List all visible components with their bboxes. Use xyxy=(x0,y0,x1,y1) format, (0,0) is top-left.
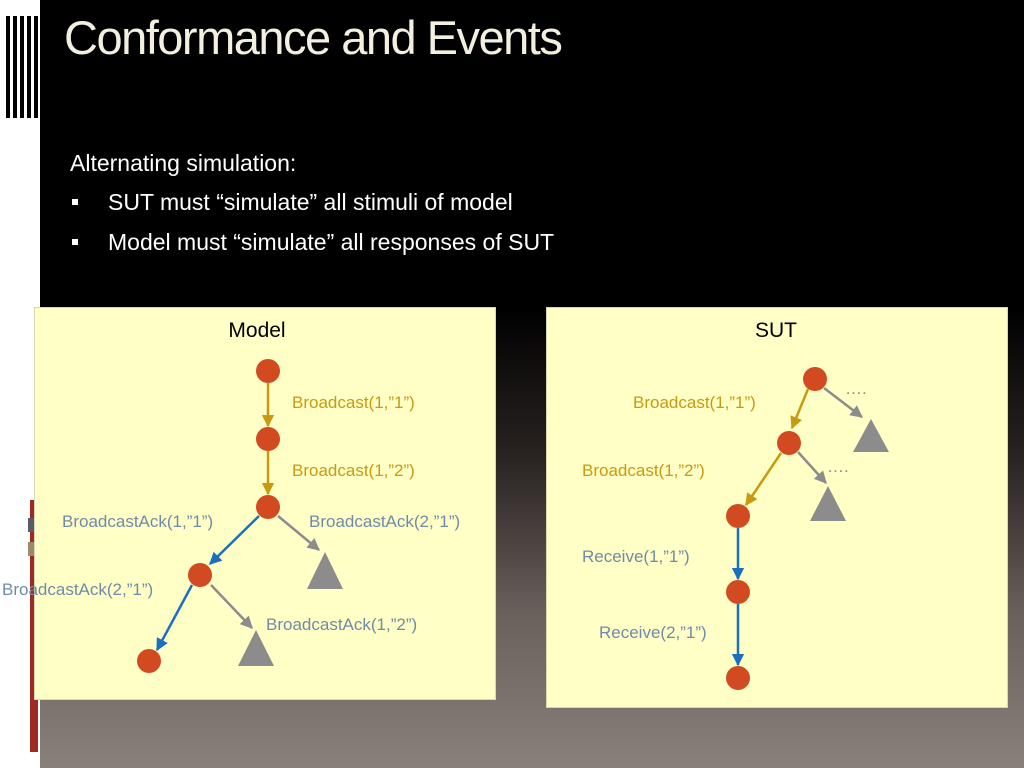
decor-bar xyxy=(13,16,17,118)
model-label-ack: BroadcastAck(1,”1”) xyxy=(62,512,213,531)
model-label-broadcast: Broadcast(1,”1”) xyxy=(292,393,415,412)
model-state-node xyxy=(256,427,280,451)
sut-label-broadcast: Broadcast(1,”2”) xyxy=(582,461,705,480)
sut-label-receive: Receive(1,”1”) xyxy=(582,547,690,566)
decor-tick xyxy=(28,518,36,532)
model-label-ack: BroadcastAck(1,”2”) xyxy=(266,615,417,634)
sut-subtree-triangle xyxy=(853,419,889,452)
sut-label-receive: Receive(2,”1”) xyxy=(599,623,707,642)
sut-subtree-triangle xyxy=(810,486,846,521)
model-subtree-triangle xyxy=(238,630,274,666)
decor-bar xyxy=(6,16,10,118)
model-subtree-triangle xyxy=(307,552,343,589)
model-label-broadcast: Broadcast(1,”2”) xyxy=(292,461,415,480)
model-edge-response xyxy=(209,515,260,565)
sut-panel xyxy=(546,307,1008,708)
decor-bar xyxy=(27,16,31,118)
bullet-text: SUT must “simulate” all stimuli of model xyxy=(108,189,513,215)
bullet-item: SUT must “simulate” all stimuli of model xyxy=(70,189,554,216)
sut-state-node xyxy=(726,666,750,690)
sut-edge-stimulus xyxy=(790,388,810,430)
sut-edge-stimulus xyxy=(744,452,783,507)
sut-edge-other xyxy=(823,387,863,418)
decor-bar xyxy=(20,16,24,118)
model-state-node xyxy=(137,649,161,673)
decor-tick xyxy=(28,542,36,556)
sut-edge-other xyxy=(797,451,827,484)
decor-bar xyxy=(34,16,38,118)
model-edge-other xyxy=(210,584,253,629)
slide-title: Conformance and Events xyxy=(64,11,563,64)
model-state-node xyxy=(256,359,280,383)
left-decorative-strip xyxy=(0,0,40,768)
intro-text: Alternating simulation: xyxy=(70,150,297,176)
sut-ellipsis: …. xyxy=(827,457,849,476)
model-edge-other xyxy=(277,515,320,551)
model-edge-response xyxy=(155,584,194,652)
bullet-item: Model must “simulate” all responses of S… xyxy=(70,229,554,256)
sut-ellipsis: …. xyxy=(845,379,867,398)
sut-state-node xyxy=(777,431,801,455)
bullet-text: Model must “simulate” all responses of S… xyxy=(108,229,555,255)
sut-label-broadcast: Broadcast(1,”1”) xyxy=(633,393,756,412)
sut-state-node xyxy=(726,580,750,604)
model-state-node xyxy=(188,563,212,587)
model-state-node xyxy=(256,495,280,519)
model-title: Model xyxy=(228,319,285,342)
slide-body: Alternating simulation: SUT must “simula… xyxy=(70,150,554,269)
model-label-ack: BroadcastAck(2,”1”) xyxy=(2,580,153,599)
square-bullet-icon xyxy=(72,239,78,245)
model-label-ack: BroadcastAck(2,”1”) xyxy=(309,512,460,531)
bullet-list: SUT must “simulate” all stimuli of model… xyxy=(70,189,554,256)
square-bullet-icon xyxy=(72,199,78,205)
sut-title: SUT xyxy=(755,319,797,342)
sut-state-node xyxy=(803,367,827,391)
sut-state-node xyxy=(726,504,750,528)
